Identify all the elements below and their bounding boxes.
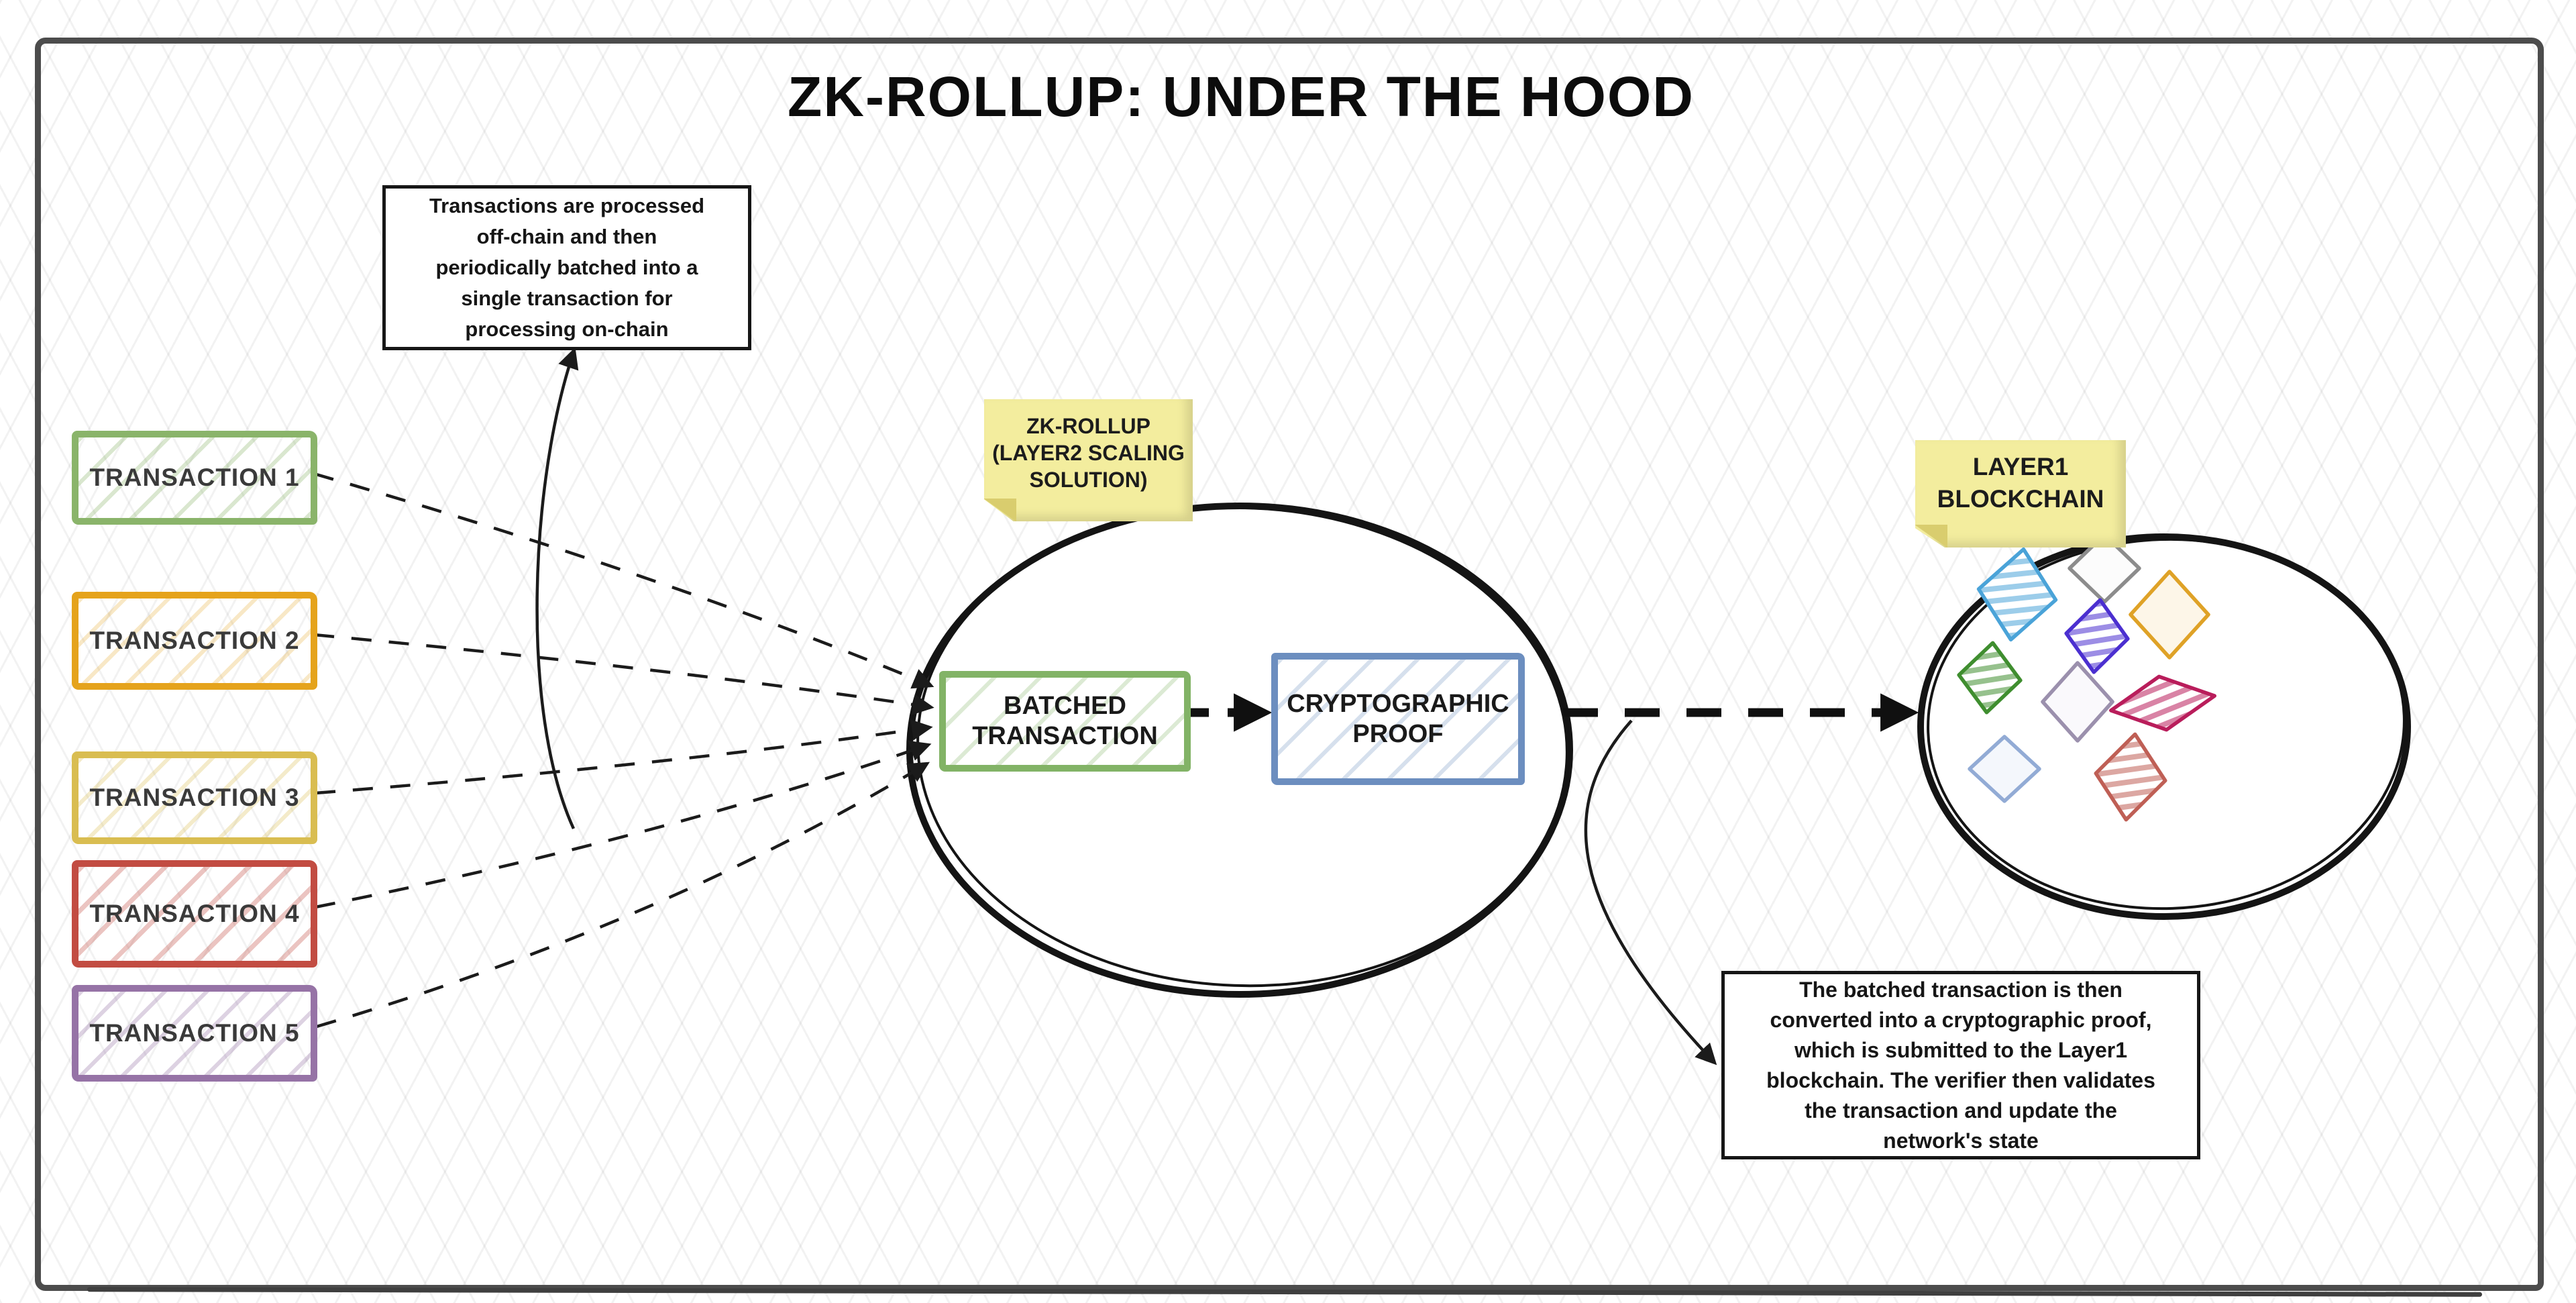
layer1-diamond-gray	[2068, 533, 2141, 604]
transaction-1-box: TRANSACTION 1	[72, 431, 317, 525]
callout-arrow-proof-note	[1584, 719, 1717, 1065]
cryptographic-proof-box: CRYPTOGRAPHIC PROOF	[1271, 653, 1525, 785]
connector-transaction-1	[313, 472, 934, 689]
proof-note: The batched transaction is then converte…	[1721, 971, 2200, 1159]
batched-transaction-box: BATCHED TRANSACTION	[939, 671, 1191, 772]
transaction-2-box: TRANSACTION 2	[72, 592, 317, 690]
transaction-5-box: TRANSACTION 5	[72, 985, 317, 1082]
transaction-4-box: TRANSACTION 4	[72, 860, 317, 968]
connector-transaction-5	[316, 762, 930, 1029]
layer1-diamonds	[1957, 533, 2216, 822]
layer1-diamond-crimson	[2109, 674, 2216, 732]
layer1-diamond-pale-blue	[1968, 735, 2041, 803]
layer1-sticky-note: LAYER1 BLOCKCHAIN	[1915, 440, 2126, 548]
layer1-ellipse-sketch-pass	[1927, 537, 2406, 910]
layer1-diamond-lavender	[2041, 661, 2114, 743]
layer1-diamond-blue	[1976, 547, 2058, 642]
connector-transaction-3	[315, 719, 933, 795]
transaction-3-box: TRANSACTION 3	[72, 751, 317, 844]
layer1-diamond-green	[1957, 641, 2023, 715]
layer1-diamond-salmon	[2094, 732, 2167, 822]
callout-arrow-off-chain-note	[535, 347, 579, 829]
zk-rollup-sticky-note: ZK-ROLLUP (LAYER2 SCALING SOLUTION)	[984, 399, 1193, 521]
off-chain-note: Transactions are processed off-chain and…	[382, 185, 751, 350]
layer1-diamond-orange	[2129, 570, 2210, 660]
connector-transaction-4	[315, 740, 932, 909]
layer1-diamond-indigo	[2064, 598, 2130, 674]
connector-transaction-2	[313, 633, 934, 715]
diagram-title: ZK-ROLLUP: UNDER THE HOOD	[788, 65, 1695, 128]
